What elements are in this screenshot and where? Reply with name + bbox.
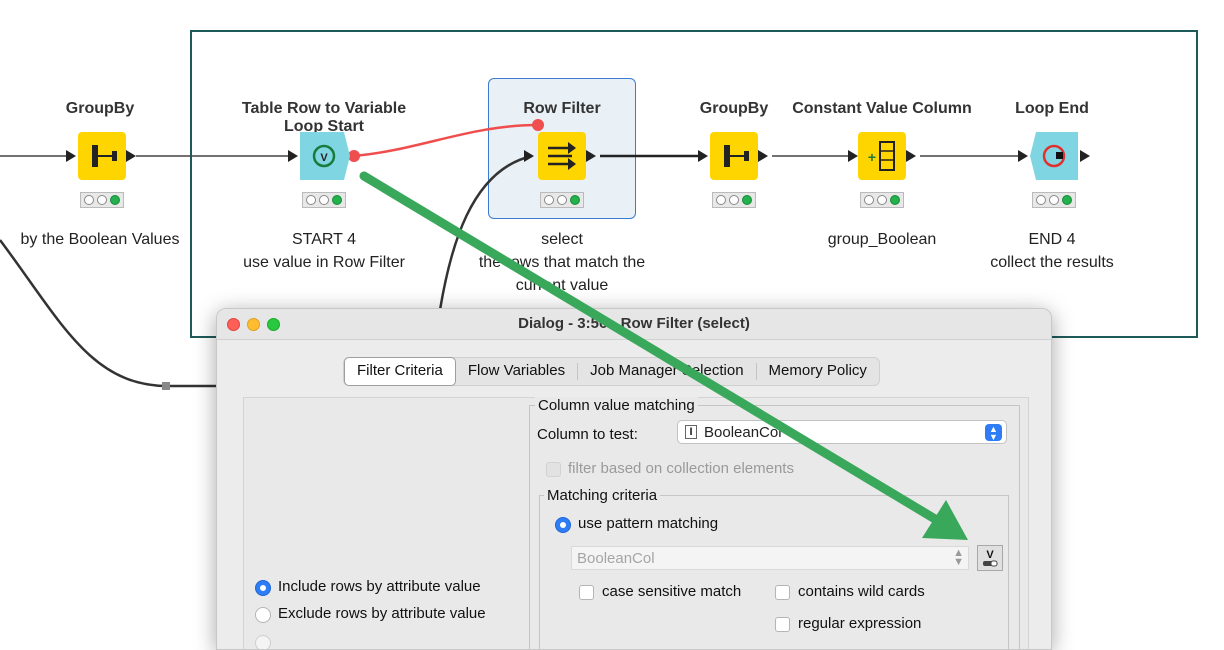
- node-title: GroupBy: [699, 100, 769, 117]
- exclude-rows-radio[interactable]: [255, 607, 271, 623]
- collection-elements-label: filter based on collection elements: [568, 460, 794, 477]
- column-type-icon: I: [685, 425, 697, 439]
- in-port: [66, 150, 76, 162]
- node-title: GroupBy: [65, 100, 135, 117]
- regex-label: regular expression: [798, 615, 922, 632]
- collection-elements-checkbox[interactable]: [546, 462, 561, 477]
- svg-text:V: V: [320, 152, 328, 164]
- minimize-window-button[interactable]: [247, 318, 260, 331]
- case-sensitive-label: case sensitive match: [602, 583, 742, 600]
- tab-filter-criteria[interactable]: Filter Criteria: [344, 357, 456, 386]
- tab-flow-variables[interactable]: Flow Variables: [467, 362, 566, 379]
- node-description: by the Boolean Values: [20, 231, 180, 248]
- exclude-rows-label: Exclude rows by attribute value: [278, 605, 486, 622]
- tab-memory-policy[interactable]: Memory Policy: [768, 362, 867, 379]
- in-port: [698, 150, 708, 162]
- matching-criteria-legend: Matching criteria: [544, 487, 661, 504]
- in-port: [288, 150, 298, 162]
- in-port: [848, 150, 858, 162]
- zoom-window-button[interactable]: [267, 318, 280, 331]
- use-pattern-radio[interactable]: [555, 517, 571, 533]
- tab-job-manager-selection[interactable]: Job Manager Selection: [590, 362, 744, 379]
- contains-wildcards-checkbox[interactable]: [775, 585, 790, 600]
- bend-point: [162, 382, 170, 390]
- regex-checkbox[interactable]: [775, 617, 790, 632]
- dialog-titlebar: Dialog - 3:56 - Row Filter (select): [217, 309, 1051, 340]
- close-window-button[interactable]: [227, 318, 240, 331]
- case-sensitive-checkbox[interactable]: [579, 585, 594, 600]
- chevron-updown-icon: ▲▼: [985, 424, 1002, 442]
- column-to-test-label: Column to test:: [537, 426, 638, 443]
- chevron-updown-icon: ▲▼: [953, 547, 964, 568]
- constant-column-icon[interactable]: +: [858, 132, 906, 180]
- variable-icon: V: [983, 549, 998, 567]
- additional-radio[interactable]: [255, 635, 271, 649]
- groupby-icon[interactable]: [710, 132, 758, 180]
- dialog-title: Dialog - 3:56 - Row Filter (select): [518, 315, 750, 332]
- in-port: [524, 150, 534, 162]
- node-status: [860, 192, 904, 208]
- node-loop-start[interactable]: Table Row to Variable Loop Start V START…: [224, 0, 424, 280]
- node-title: Row Filter: [523, 100, 601, 117]
- in-port: [1018, 150, 1028, 162]
- row-filter-icon[interactable]: [538, 132, 586, 180]
- loop-start-icon[interactable]: V: [300, 132, 350, 180]
- dialog-tabs: Filter Criteria Flow Variables Job Manag…: [343, 357, 880, 386]
- pattern-input[interactable]: BooleanCol ▲▼: [571, 546, 969, 570]
- pattern-value: BooleanCol: [577, 550, 655, 567]
- variable-connection: [353, 123, 539, 158]
- loop-end-icon[interactable]: [1030, 132, 1078, 180]
- node-title: Constant Value Column: [792, 100, 972, 117]
- connection-curve-left: [0, 239, 216, 388]
- variable-port-in: [532, 119, 544, 131]
- column-to-test-select[interactable]: I BooleanCol ▲▼: [677, 420, 1007, 444]
- include-rows-label: Include rows by attribute value: [278, 578, 481, 595]
- node-status: [302, 192, 346, 208]
- node-status: [1032, 192, 1076, 208]
- column-to-test-value: BooleanCol: [704, 424, 782, 441]
- use-pattern-label: use pattern matching: [578, 515, 719, 532]
- variable-port-out: [348, 150, 360, 162]
- contains-wildcards-label: contains wild cards: [798, 583, 925, 600]
- node-status: [80, 192, 124, 208]
- node-status: [540, 192, 584, 208]
- node-status: [712, 192, 756, 208]
- node-title: Table Row to Variable Loop Start: [241, 100, 407, 135]
- flow-variable-button[interactable]: V: [977, 545, 1003, 571]
- row-filter-dialog: Dialog - 3:56 - Row Filter (select) Filt…: [216, 308, 1052, 650]
- groupby-icon[interactable]: [78, 132, 126, 180]
- svg-text:+: +: [868, 149, 876, 165]
- node-groupby-1[interactable]: GroupBy by the Boolean Values: [0, 0, 200, 260]
- svg-text:V: V: [986, 549, 994, 561]
- column-value-matching-legend: Column value matching: [535, 397, 698, 414]
- include-rows-radio[interactable]: [255, 580, 271, 596]
- node-title: Loop End: [1015, 100, 1089, 117]
